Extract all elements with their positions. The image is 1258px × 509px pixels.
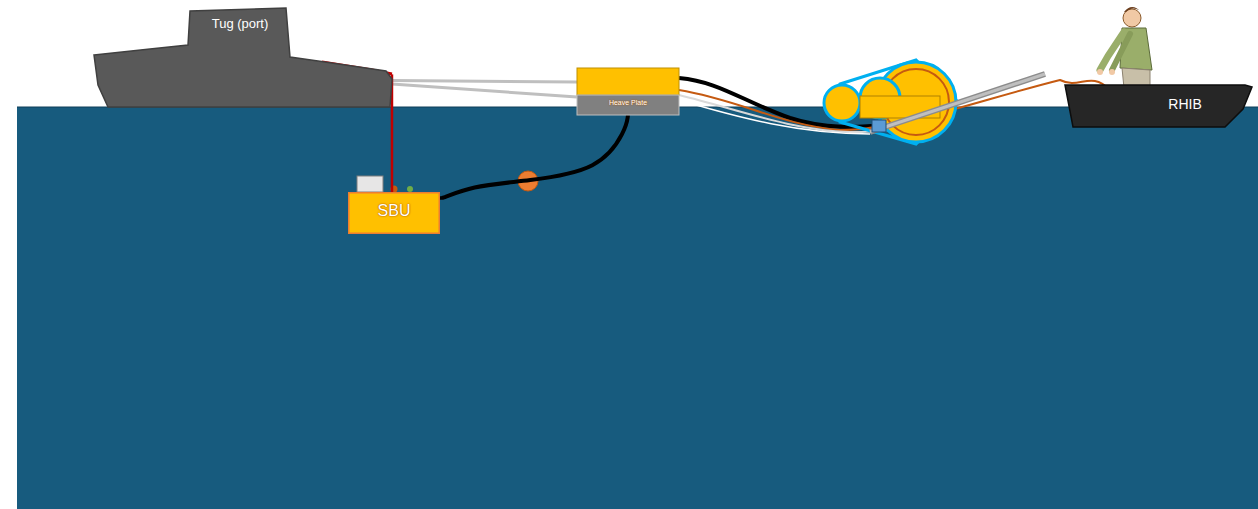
- node-label: SBU: [348, 202, 440, 220]
- boom: [870, 74, 1045, 132]
- sea: [17, 107, 1258, 509]
- sbu-module: [357, 176, 383, 192]
- arm: [1112, 34, 1130, 70]
- tug-hull: [94, 8, 392, 107]
- heave-plate: Heave Plate: [577, 68, 679, 115]
- connector-pin: [407, 186, 413, 192]
- rhib-hull: [1065, 85, 1252, 127]
- cable-connector: [440, 115, 628, 198]
- boom: [870, 74, 1045, 132]
- rhib-outline: [1065, 83, 1252, 127]
- clamp: [872, 120, 886, 132]
- hand: [1097, 69, 1103, 75]
- wheel: [824, 85, 860, 121]
- person: [1097, 7, 1152, 88]
- roller-device: [824, 60, 1045, 144]
- node-label: Heave Plate: [577, 99, 679, 107]
- sbu-box: SBU: [348, 192, 440, 234]
- hair: [1124, 7, 1141, 12]
- node-label: RHIB: [1155, 96, 1215, 112]
- plate-top: [577, 68, 679, 95]
- tow-line: [392, 84, 577, 97]
- cable-connector: [392, 80, 577, 82]
- tug: Tug (port): [90, 5, 392, 107]
- heave-plate-outline: [577, 68, 679, 115]
- rhib: RHIB: [1065, 83, 1252, 127]
- hand: [1109, 69, 1115, 75]
- plate-bottom: [577, 95, 679, 115]
- sbu-box-body: [349, 193, 440, 234]
- node-label: Tug (port): [202, 17, 278, 32]
